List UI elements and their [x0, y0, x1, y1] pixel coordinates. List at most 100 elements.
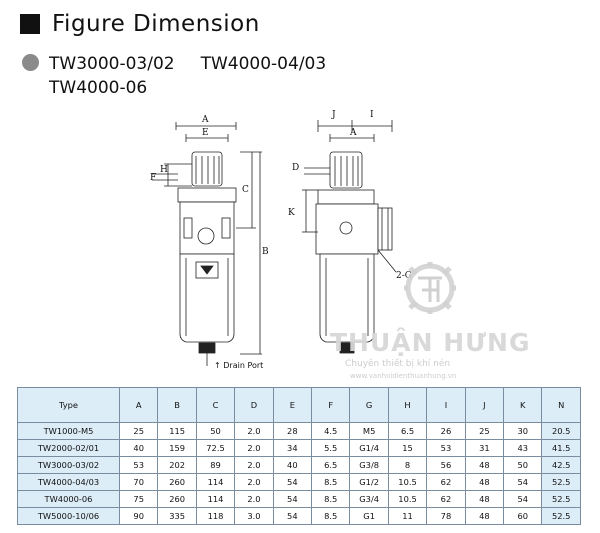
value-cell: 54	[272, 473, 313, 491]
value-cell: 114	[195, 490, 236, 508]
value-cell: 52.5	[541, 507, 581, 525]
col-header: Type	[17, 387, 120, 423]
value-cell: 2.0	[234, 490, 274, 508]
watermark-subtitle: Chuyên thiết bị khí nén	[345, 359, 451, 369]
value-cell: 60	[503, 507, 543, 525]
value-cell: 20.5	[541, 422, 581, 440]
model-label-2: TW4000-04/03	[200, 54, 327, 74]
value-cell: 78	[426, 507, 466, 525]
value-cell: 43	[503, 439, 543, 457]
value-cell: 41.5	[541, 439, 581, 457]
side-view	[302, 120, 397, 354]
value-cell: 8.5	[311, 473, 351, 491]
table-header-row: Type A B C D E F G H I J K N	[17, 387, 581, 423]
value-cell: G3/8	[349, 456, 389, 474]
value-cell: 53	[118, 456, 159, 474]
value-cell: 118	[195, 507, 236, 525]
value-cell: 10.5	[387, 473, 428, 491]
value-cell: 8.5	[311, 507, 351, 525]
model-line-2: TW4000-06	[22, 76, 326, 100]
value-cell: M5	[349, 422, 389, 440]
value-cell: 159	[157, 439, 197, 457]
value-cell: 34	[272, 439, 313, 457]
value-cell: 54	[503, 490, 543, 508]
value-cell: 114	[195, 473, 236, 491]
value-cell: 40	[118, 439, 159, 457]
dim-label-j: J	[331, 110, 336, 120]
value-cell: 30	[503, 422, 543, 440]
value-cell: 260	[157, 473, 197, 491]
value-cell: 52.5	[541, 490, 581, 508]
header-square-icon	[20, 14, 40, 34]
col-header: N	[541, 387, 581, 423]
watermark-title: THUẬN HƯNG	[330, 328, 531, 357]
value-cell: 62	[426, 490, 466, 508]
dim-label-b: B	[262, 247, 269, 257]
value-cell: 115	[157, 422, 197, 440]
col-header: D	[234, 387, 274, 423]
value-cell: 5.5	[311, 439, 351, 457]
value-cell: 260	[157, 490, 197, 508]
col-header: K	[503, 387, 543, 423]
dim-label-a-side: A	[349, 128, 357, 138]
value-cell: G1	[349, 507, 389, 525]
value-cell: 31	[464, 439, 505, 457]
model-label-3: TW4000-06	[49, 78, 148, 98]
value-cell: 50	[195, 422, 236, 440]
drain-port-label: ↑ Drain Port	[214, 361, 264, 370]
value-cell: 2.0	[234, 473, 274, 491]
value-cell: G1/4	[349, 439, 389, 457]
dimension-drawing: A E H F C B J I A D K 2-G	[150, 110, 412, 366]
value-cell: 11	[387, 507, 428, 525]
value-cell: 3.0	[234, 507, 274, 525]
col-header: B	[157, 387, 197, 423]
type-cell: TW1000-M5	[17, 422, 120, 440]
value-cell: 2.0	[234, 456, 274, 474]
dim-label-a: A	[201, 115, 209, 125]
value-cell: 48	[464, 490, 505, 508]
value-cell: 70	[118, 473, 159, 491]
value-cell: 62	[426, 473, 466, 491]
value-cell: 335	[157, 507, 197, 525]
value-cell: 50	[503, 456, 543, 474]
value-cell: 40	[272, 456, 313, 474]
value-cell: 15	[387, 439, 428, 457]
value-cell: 89	[195, 456, 236, 474]
value-cell: 48	[464, 473, 505, 491]
col-header: C	[195, 387, 236, 423]
page-title: Figure Dimension	[52, 11, 260, 37]
col-header: E	[272, 387, 313, 423]
value-cell: 26	[426, 422, 466, 440]
col-header: I	[426, 387, 466, 423]
value-cell: G3/4	[349, 490, 389, 508]
col-header: H	[387, 387, 428, 423]
value-cell: 6.5	[311, 456, 351, 474]
value-cell: 28	[272, 422, 313, 440]
value-cell: 48	[464, 507, 505, 525]
type-cell: TW2000-02/01	[17, 439, 120, 457]
value-cell: 54	[503, 473, 543, 491]
type-cell: TW3000-03/02	[17, 456, 120, 474]
value-cell: 52.5	[541, 473, 581, 491]
value-cell: 4.5	[311, 422, 351, 440]
front-view	[152, 122, 262, 366]
dim-label-h: H	[160, 165, 168, 175]
dim-label-2g: 2-G	[396, 271, 412, 281]
value-cell: 25	[118, 422, 159, 440]
value-cell: 2.0	[234, 439, 274, 457]
value-cell: 54	[272, 507, 313, 525]
value-cell: 75	[118, 490, 159, 508]
value-cell: 54	[272, 490, 313, 508]
col-header: A	[118, 387, 159, 423]
value-cell: 8.5	[311, 490, 351, 508]
col-header: G	[349, 387, 389, 423]
value-cell: 48	[464, 456, 505, 474]
value-cell: 25	[464, 422, 505, 440]
col-header: F	[311, 387, 351, 423]
value-cell: 56	[426, 456, 466, 474]
